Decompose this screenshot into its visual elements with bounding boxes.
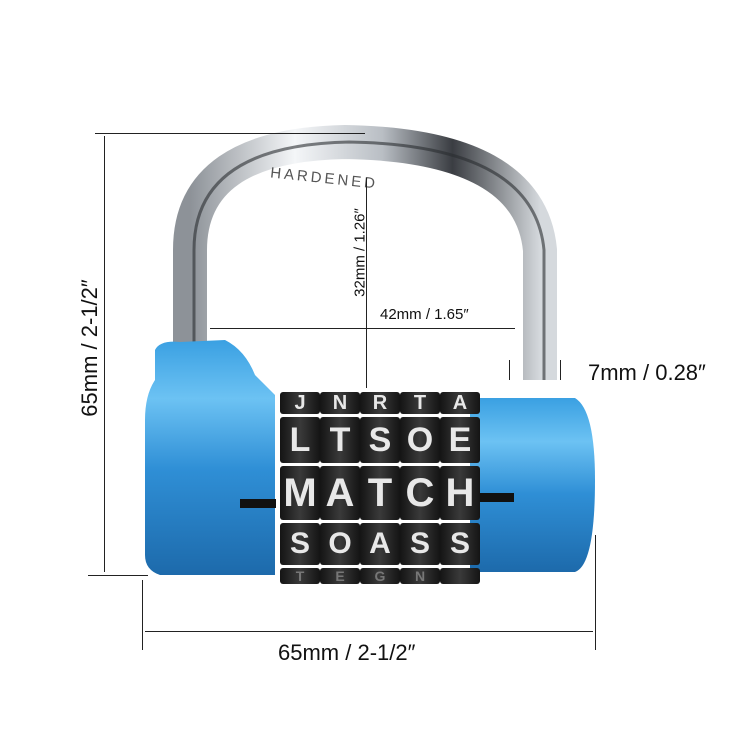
dial-5[interactable]: A E H S — [440, 392, 480, 592]
dial-letter: T — [400, 392, 440, 414]
width-extension-right — [595, 535, 596, 650]
dial-1[interactable]: J L M S T — [280, 392, 320, 592]
dial-letter: O — [320, 523, 360, 565]
dial-2[interactable]: N T A O E — [320, 392, 360, 592]
dial-letter: E — [440, 417, 480, 463]
height-dimension-line — [104, 136, 105, 572]
dial-letter: A — [440, 392, 480, 414]
dial-letter: N — [320, 392, 360, 414]
dial-letter: S — [360, 417, 400, 463]
dial-letter: L — [280, 417, 320, 463]
dial-letter-active: C — [400, 466, 440, 520]
height-extension-top — [95, 133, 365, 134]
dial-letter-active: T — [360, 466, 400, 520]
width-dimension-line — [145, 631, 593, 632]
dial-letter: A — [360, 523, 400, 565]
dial-letter — [440, 568, 480, 584]
dial-letter: E — [320, 568, 360, 584]
inner-width-label: 42mm / 1.65″ — [380, 306, 469, 323]
diameter-tick-right — [560, 360, 561, 380]
shackle-diameter-label: 7mm / 0.28″ — [588, 360, 706, 385]
dial-letter: S — [280, 523, 320, 565]
dial-letter: R — [360, 392, 400, 414]
dial-letter: O — [400, 417, 440, 463]
clearance-height-label: 32mm / 1.26″ — [351, 208, 369, 297]
dial-letter: T — [280, 568, 320, 584]
dial-letter: T — [320, 417, 360, 463]
dial-letter-active: A — [320, 466, 360, 520]
dial-letter: S — [400, 523, 440, 565]
dial-letter: G — [360, 568, 400, 584]
diameter-tick-left — [509, 360, 510, 380]
dial-letter: J — [280, 392, 320, 414]
clearance-dimension-line — [366, 178, 367, 388]
dial-letter-active: M — [280, 466, 320, 520]
overall-width-label: 65mm / 2-1/2″ — [278, 640, 416, 665]
overall-height-label: 65mm / 2-1/2″ — [77, 279, 102, 417]
dial-letter-active: H — [440, 466, 480, 520]
height-extension-bottom — [88, 575, 148, 576]
dial-4[interactable]: T O C S N — [400, 392, 440, 592]
dial-3[interactable]: R S T A G — [360, 392, 400, 592]
inner-width-dimension-line — [210, 328, 515, 329]
width-extension-left — [142, 580, 143, 650]
dial-letter: N — [400, 568, 440, 584]
dial-letter: S — [440, 523, 480, 565]
